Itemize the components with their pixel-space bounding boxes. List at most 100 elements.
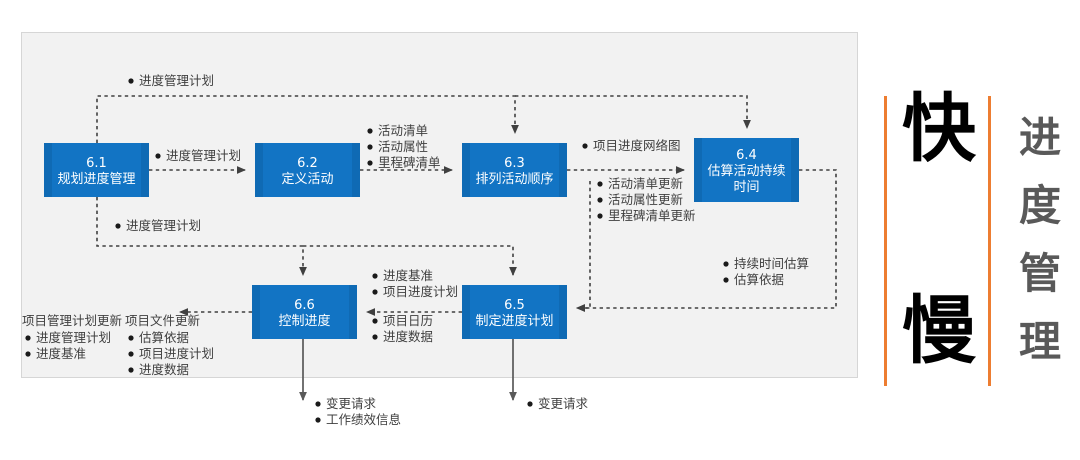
annotation-text: 进度基准 xyxy=(383,268,433,283)
bullet-icon xyxy=(597,181,603,187)
node-body xyxy=(470,285,559,339)
node-label: 控制进度 xyxy=(278,313,330,329)
bullet-icon xyxy=(315,401,321,407)
node-label: 定义活动 xyxy=(281,172,333,187)
bullet-icon xyxy=(367,160,373,166)
diagram-panel xyxy=(21,32,858,378)
annotation-text: 进度管理计划 xyxy=(126,218,201,233)
bullet-icon xyxy=(582,143,588,149)
vertical-title-char: 进 xyxy=(1018,113,1061,162)
bullet-icon xyxy=(367,144,373,150)
annotation-layer: 进度管理计划进度管理计划进度管理计划活动清单活动属性里程碑清单项目进度网络图活动… xyxy=(22,73,809,427)
annotation-text: 进度管理计划 xyxy=(166,148,241,163)
output-group-header: 项目文件更新 xyxy=(125,313,200,328)
annotation-text: 活动清单更新 xyxy=(608,176,683,191)
annotation-text: 进度数据 xyxy=(383,329,433,344)
node-body xyxy=(702,138,791,202)
node-label: 规划进度管理 xyxy=(57,171,135,187)
bullet-icon xyxy=(155,153,161,159)
annotation-text: 持续时间估算 xyxy=(734,256,809,271)
node-number: 6.3 xyxy=(504,156,525,171)
bullet-icon xyxy=(128,351,134,357)
bullet-icon xyxy=(128,367,134,373)
accent-bar-left xyxy=(884,96,887,386)
bullet-icon xyxy=(367,128,373,134)
bullet-icon xyxy=(723,261,729,267)
output-item: 估算依据 xyxy=(139,330,189,345)
output-group-header: 项目管理计划更新 xyxy=(22,313,122,328)
vertical-title: 进度管理 xyxy=(1010,104,1070,376)
annotation-text: 里程碑清单 xyxy=(378,155,441,170)
bullet-icon xyxy=(723,277,729,283)
vertical-title-char: 度 xyxy=(1018,181,1061,230)
annotation-text: 进度管理计划 xyxy=(139,73,214,88)
vertical-title-char: 管 xyxy=(1018,249,1061,298)
output-item: 进度基准 xyxy=(36,346,86,361)
annotation-text: 估算依据 xyxy=(734,272,784,287)
node-label: 估算活动持续 xyxy=(707,164,785,179)
bullet-icon xyxy=(25,351,31,357)
solid-edge-layer xyxy=(299,339,517,401)
node-number: 6.6 xyxy=(294,298,315,313)
annotation-text: 活动属性 xyxy=(378,139,428,154)
bullet-icon xyxy=(372,318,378,324)
annotation-plan-61-to-62: 进度管理计划 xyxy=(155,148,241,163)
annotation-text: 工作绩效信息 xyxy=(326,412,401,427)
annotation-text: 活动属性更新 xyxy=(608,192,683,207)
bullet-icon xyxy=(527,401,533,407)
edge-61-to-64-top xyxy=(515,95,751,129)
side-panel: 快 慢 进度管理 xyxy=(884,90,1074,386)
annotation-plan-to-66-bottom: 进度管理计划 xyxy=(115,218,201,233)
annotation-text: 项目日历 xyxy=(383,313,433,328)
output-item: 进度数据 xyxy=(139,362,189,377)
node-label: 时间 xyxy=(733,180,759,195)
label-slow: 慢 xyxy=(902,288,976,374)
edge-61-to-66-bottom xyxy=(96,197,307,276)
annotation-text: 变更请求 xyxy=(538,396,589,411)
bullet-icon xyxy=(372,334,378,340)
node-number: 6.1 xyxy=(86,156,107,171)
bullet-icon xyxy=(597,213,603,219)
bullet-icon xyxy=(372,273,378,279)
annotation-text: 项目进度网络图 xyxy=(593,138,681,153)
output-item: 项目进度计划 xyxy=(139,346,214,361)
edge-63-to-65 xyxy=(576,181,591,312)
annotation-text: 变更请求 xyxy=(326,396,377,411)
node-number: 6.4 xyxy=(736,148,757,163)
annotation-text: 项目进度计划 xyxy=(383,284,458,299)
annotation-text: 里程碑清单更新 xyxy=(608,208,696,223)
edge-layer xyxy=(96,95,837,316)
node-body xyxy=(263,143,352,197)
label-fast: 快 xyxy=(902,86,976,172)
edge-61-to-63-top xyxy=(96,95,519,143)
annotation-change-request-65: 变更请求 xyxy=(527,396,589,411)
bullet-icon xyxy=(597,197,603,203)
bullet-icon xyxy=(128,78,134,84)
bullet-icon xyxy=(372,289,378,295)
bullet-icon xyxy=(128,335,134,341)
bullet-icon xyxy=(115,223,121,229)
node-number: 6.5 xyxy=(504,298,525,313)
output-item: 进度管理计划 xyxy=(36,330,111,345)
node-number: 6.2 xyxy=(297,156,318,171)
annotation-network-diagram: 项目进度网络图 xyxy=(582,138,681,153)
node-label: 制定进度计划 xyxy=(475,313,553,329)
bullet-icon xyxy=(315,417,321,423)
node-body xyxy=(260,285,349,339)
node-body xyxy=(52,143,141,197)
